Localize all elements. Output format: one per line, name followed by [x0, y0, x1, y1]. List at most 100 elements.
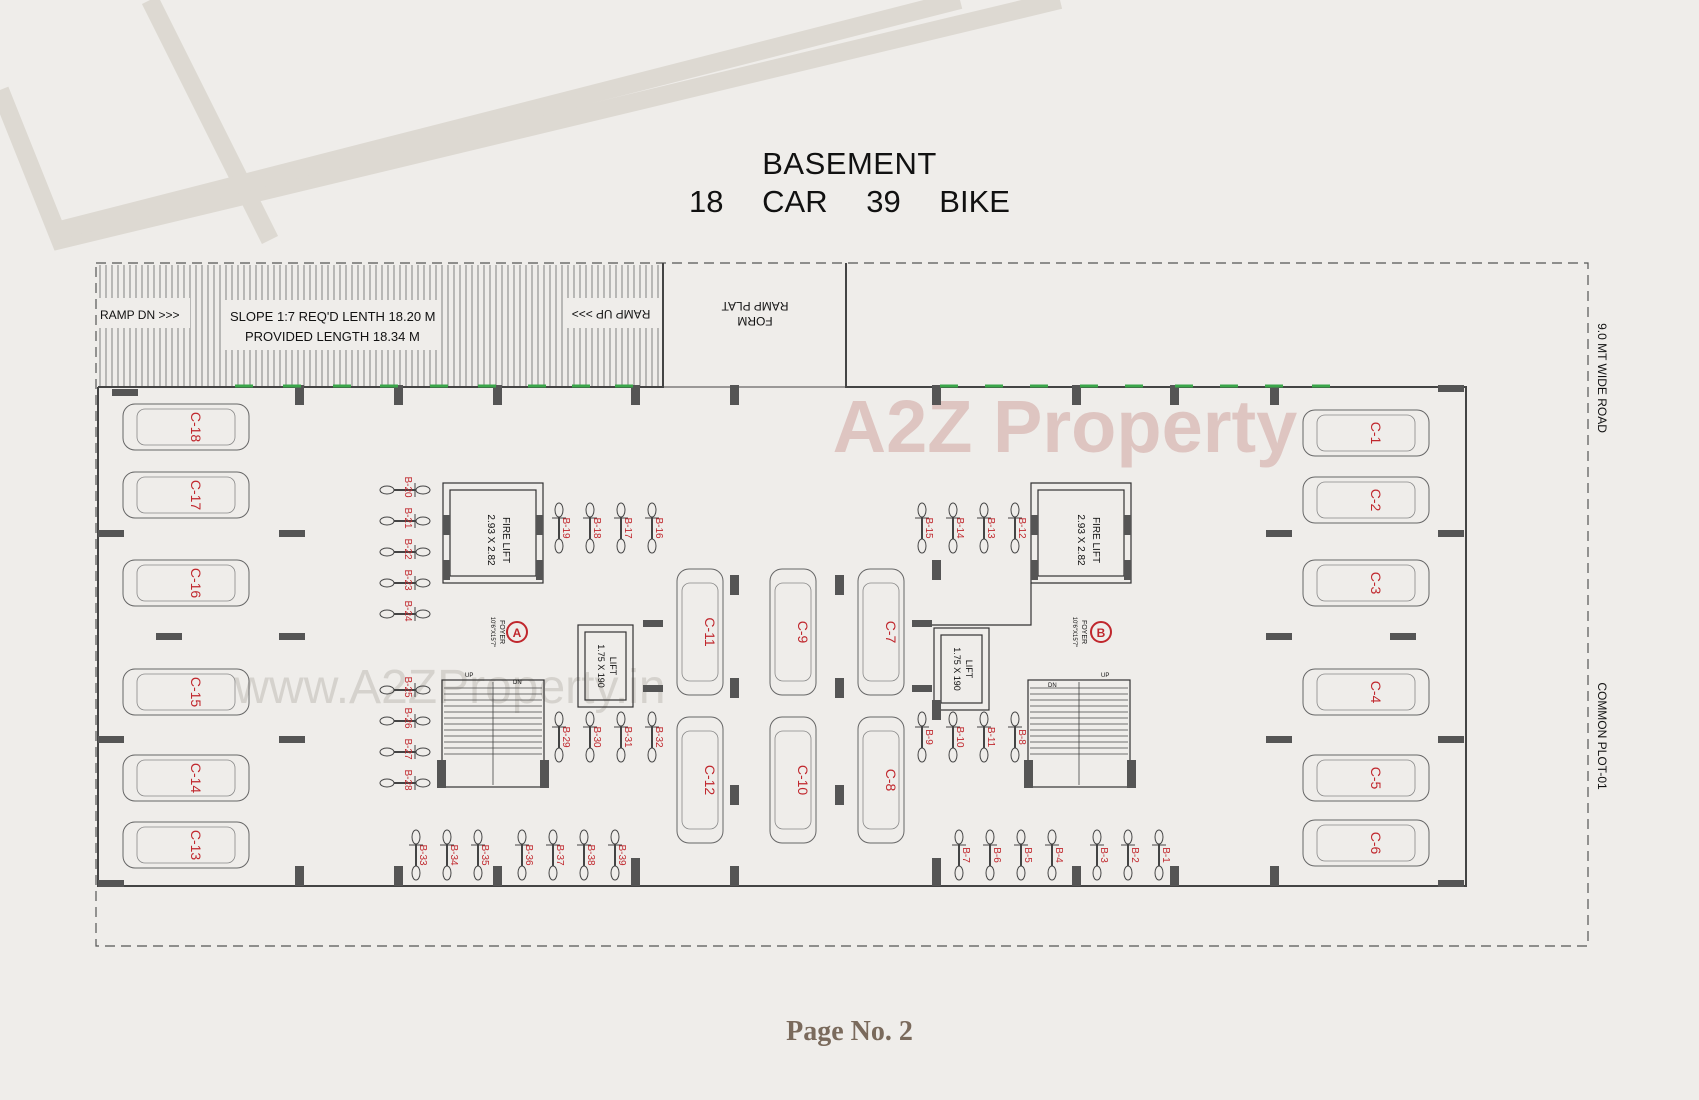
column: [1031, 560, 1038, 580]
staircase-a: [441, 679, 545, 788]
column: [295, 866, 304, 886]
watermark-url: www.A2ZProperty.in: [233, 661, 665, 714]
bike-bay-label: B-28: [402, 769, 413, 791]
bike-parking-bays: B-20B-21B-22B-23B-24B-25B-26B-27B-28 B-19…: [379, 476, 1171, 881]
lift-b-size: 1.75 X 190: [952, 647, 962, 691]
bike-bay: B-8: [1008, 711, 1027, 763]
column: [279, 633, 305, 640]
core-b-marker-circle: [1090, 621, 1112, 643]
column: [536, 560, 543, 580]
bike-bay-label: B-31: [622, 726, 633, 748]
plan-subtitle: 18 CAR 39 BIKE: [0, 184, 1699, 220]
car-bay: C-14: [122, 754, 250, 802]
car-bay: C-9: [769, 568, 817, 696]
plan-title: BASEMENT: [762, 146, 937, 181]
car-bay-label: C-3: [1368, 572, 1384, 595]
column: [1390, 633, 1416, 640]
bike-bay: B-38: [577, 829, 596, 881]
car-bay: C-7: [857, 568, 905, 696]
bike-bay: B-14: [946, 502, 965, 554]
fire-lift-b: [1030, 482, 1132, 584]
bike-bay: B-3: [1090, 829, 1109, 881]
column: [98, 530, 124, 537]
bike-bay: B-19: [552, 502, 571, 554]
bike-bay: B-25: [379, 676, 431, 698]
column: [932, 858, 941, 886]
fire-lift-a-label: FIRE LIFT: [500, 517, 511, 563]
column: [1124, 515, 1131, 535]
bike-bay-label: B-19: [560, 517, 571, 539]
column: [536, 515, 543, 535]
bike-bay: B-32: [645, 711, 664, 763]
bike-bay: B-22: [379, 538, 431, 560]
car-bay: C-16: [122, 559, 250, 607]
column: [437, 760, 446, 788]
car-bay: C-10: [769, 716, 817, 844]
bike-bay: B-6: [983, 829, 1002, 881]
bike-bay-label: B-15: [923, 517, 934, 539]
bike-bay: B-30: [583, 711, 602, 763]
bike-bay: B-7: [952, 829, 971, 881]
bike-bay: B-21: [379, 507, 431, 529]
bike-bay-label: B-27: [402, 738, 413, 760]
car-bay-label: C-5: [1368, 767, 1384, 790]
column: [730, 678, 739, 698]
bike-bay: B-9: [915, 711, 934, 763]
bike-bay-label: B-4: [1053, 847, 1064, 863]
bike-bay: B-2: [1121, 829, 1140, 881]
lift-b: [933, 627, 990, 711]
ramp-slope-label: SLOPE 1:7 REQ'D LENTH 18.20 M: [230, 309, 436, 324]
lift-a-label: LIFT: [608, 657, 618, 676]
column: [730, 575, 739, 595]
column: [730, 385, 739, 405]
ramp-down-label-box: [98, 298, 190, 328]
bike-bay-label: B-20: [402, 476, 413, 498]
car-bay-label: C-18: [188, 412, 204, 443]
car-bay: C-13: [122, 821, 250, 869]
bike-bay: B-29: [552, 711, 571, 763]
bike-bay-label: B-29: [560, 726, 571, 748]
bike-bay-label: B-8: [1016, 729, 1027, 745]
bike-bay-label: B-7: [960, 847, 971, 863]
column: [1031, 515, 1038, 535]
bike-bay-label: B-25: [402, 676, 413, 698]
bike-bay-label: B-21: [402, 507, 413, 529]
column: [394, 866, 403, 886]
car-bay: C-8: [857, 716, 905, 844]
column: [835, 575, 844, 595]
bike-bay-label: B-24: [402, 600, 413, 622]
car-bay-label: C-4: [1368, 681, 1384, 704]
column: [112, 389, 138, 396]
bike-bay: B-36: [515, 829, 534, 881]
bike-bay: B-17: [614, 502, 633, 554]
bike-bay: B-12: [1008, 502, 1027, 554]
column: [1170, 385, 1179, 405]
bike-bay-label: B-26: [402, 707, 413, 729]
core-a-marker: A: [513, 626, 522, 640]
column: [912, 685, 932, 692]
core-b-marker: B: [1097, 626, 1106, 640]
bike-bay: B-13: [977, 502, 996, 554]
bike-bay-label: B-12: [1016, 517, 1027, 539]
car-bay-label: C-6: [1368, 832, 1384, 855]
core-b: [913, 482, 1132, 788]
column: [1438, 736, 1464, 743]
core-b-labels: FIRE LIFT 2.93 X 2.82 LIFT 1.75 X 190 FO…: [952, 514, 1112, 691]
car-bay: C-5: [1302, 754, 1430, 802]
core-a-labels: FIRE LIFT 2.93 X 2.82 LIFT 1.75 X 190 FO…: [465, 514, 618, 687]
bike-bay: B-23: [379, 569, 431, 591]
bike-bay: B-15: [915, 502, 934, 554]
bike-bay-label: B-37: [554, 844, 565, 866]
bike-bay: B-24: [379, 600, 431, 622]
car-bay-label: C-9: [795, 621, 811, 644]
core-b-foyer-wall: [913, 583, 1032, 626]
background-road-bands: [0, 0, 1063, 251]
car-bay: C-11: [676, 568, 724, 696]
car-bay-label: C-15: [188, 677, 204, 708]
column: [912, 620, 932, 627]
stair-b-dn: DN: [1048, 683, 1057, 689]
column: [631, 385, 640, 405]
bike-bay-label: B-9: [923, 729, 934, 745]
column: [643, 620, 663, 627]
